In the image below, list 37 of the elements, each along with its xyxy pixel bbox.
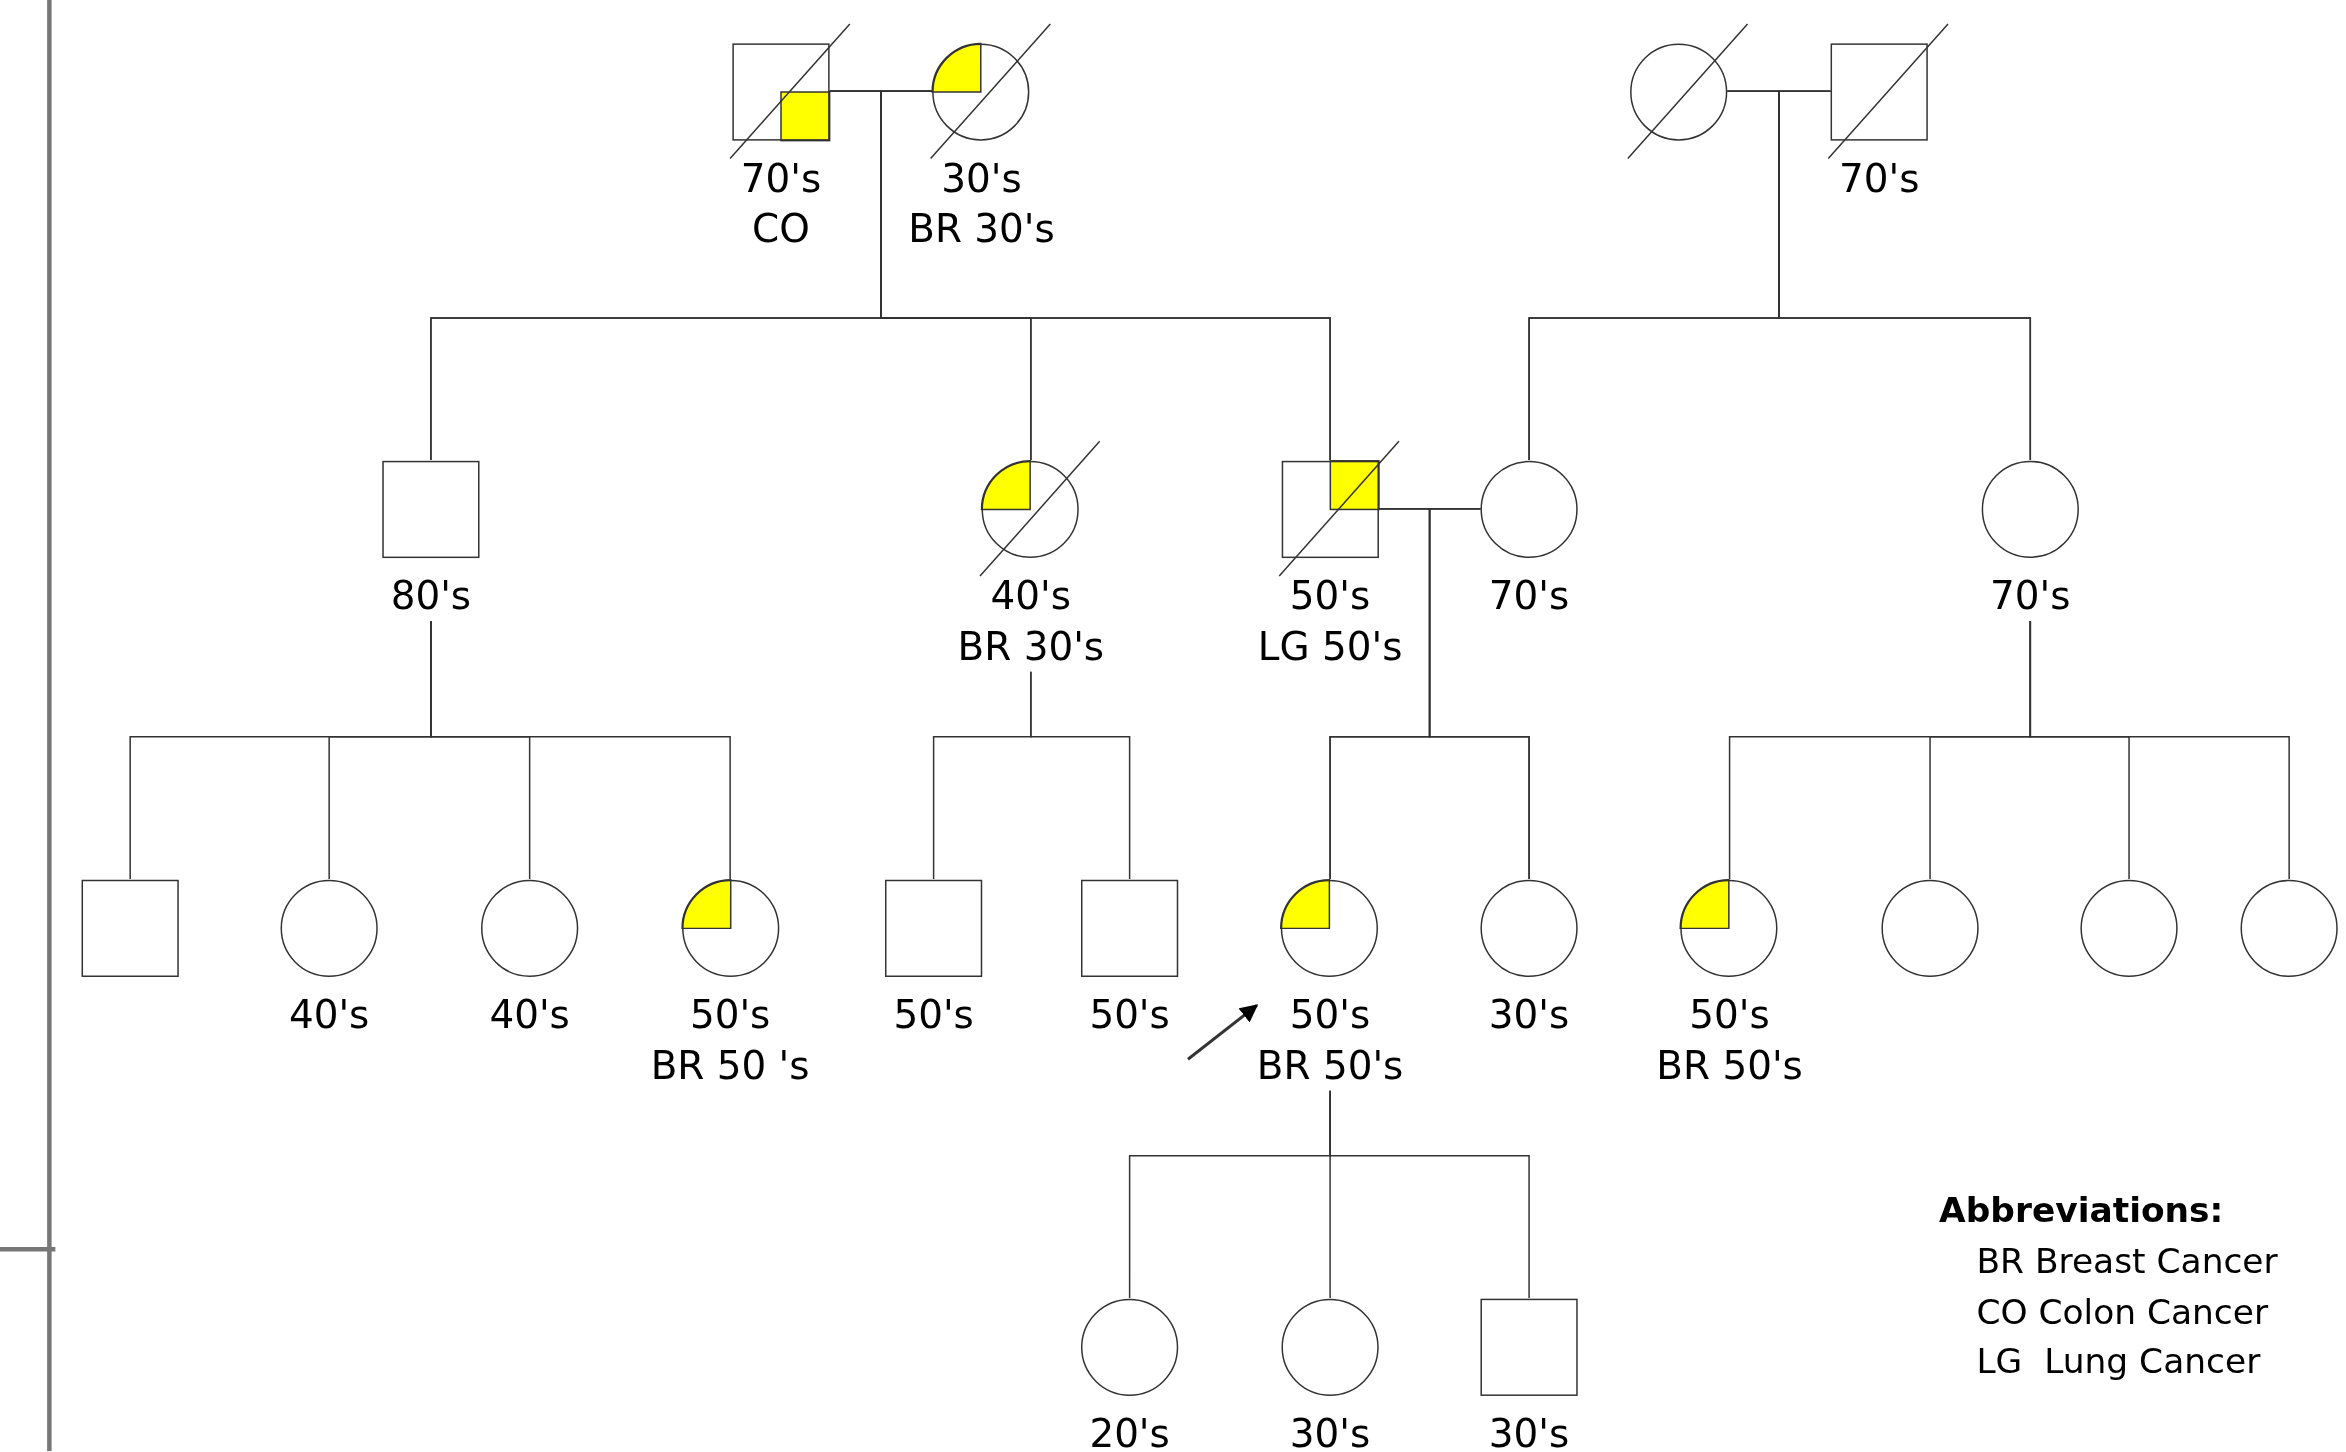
descent-line: [1329, 1089, 1530, 1299]
age-label: 50's: [1289, 990, 1371, 1039]
age-label: 40's: [288, 990, 370, 1039]
age-label: 70's: [1990, 571, 2071, 620]
descent-line: [1428, 507, 1530, 880]
age-label: 30's: [1488, 990, 1570, 1039]
age-label: 80's: [390, 571, 472, 620]
age-label: 30's: [1289, 1409, 1371, 1452]
age-label: 50's: [1089, 990, 1170, 1039]
diagnosis-label: BR 50 's: [650, 1041, 810, 1089]
age-label: 30's: [1488, 1409, 1570, 1452]
age-label: 30's: [941, 153, 1022, 202]
descent-line: [430, 620, 731, 880]
diagnosis-label: LG 50's: [1257, 622, 1403, 671]
age-label: 40's: [489, 990, 570, 1039]
legend-heading: Abbreviations:: [1939, 1189, 2224, 1232]
proband-arrow: [1187, 1004, 1259, 1061]
legend-entry: LG Lung Cancer: [1976, 1341, 2261, 1383]
age-label: 70's: [740, 153, 822, 202]
age-label: 50's: [893, 990, 974, 1039]
legend-entry: CO Colon Cancer: [1976, 1291, 2269, 1334]
diagnosis-label: BR 30's: [908, 204, 1055, 253]
diagnosis-label: BR 50's: [1656, 1041, 1803, 1089]
age-label: 70's: [1838, 153, 1920, 202]
age-label: 40's: [990, 571, 1072, 620]
age-label: 70's: [1488, 571, 1570, 620]
legend-entry: BR Breast Cancer: [1976, 1240, 2278, 1283]
age-label: 50's: [1689, 990, 1770, 1039]
diagnosis-label: BR 50's: [1256, 1041, 1404, 1089]
age-label: 50's: [1289, 571, 1371, 620]
descent-line: [2029, 620, 2290, 880]
diagnosis-label: BR 30's: [957, 622, 1105, 671]
age-label: 20's: [1089, 1409, 1170, 1452]
age-label: 50's: [689, 990, 771, 1039]
descent-line: [1030, 671, 1131, 880]
descent-line: [1778, 90, 2032, 461]
diagnosis-label: CO: [752, 204, 810, 253]
